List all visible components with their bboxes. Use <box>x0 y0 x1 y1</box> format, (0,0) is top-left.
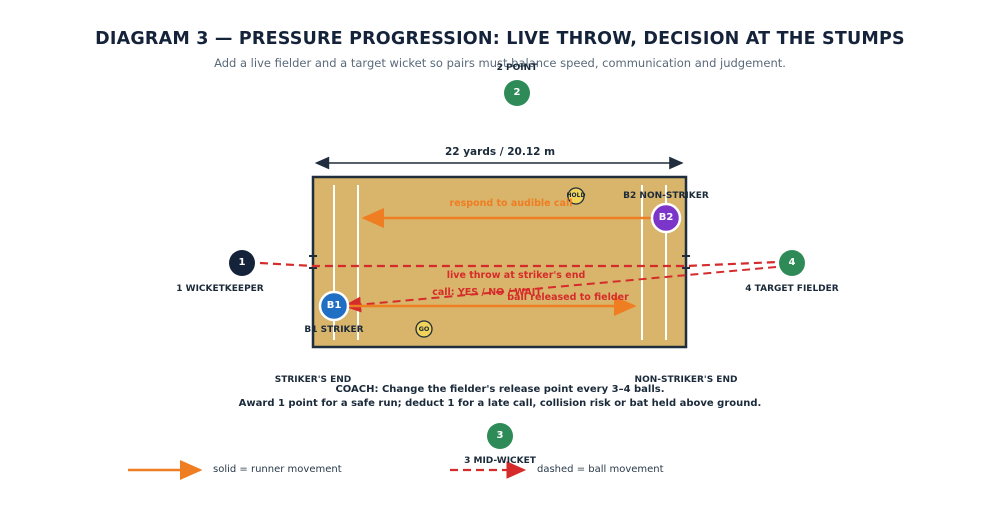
fielder-target <box>779 250 805 276</box>
page-title: DIAGRAM 3 — PRESSURE PROGRESSION: LIVE T… <box>95 29 905 49</box>
fielder-point-number: 2 <box>513 87 521 98</box>
fielder-target-number: 4 <box>788 257 796 268</box>
fielder-mid-wicket-label: 3 MID-WICKET <box>464 456 536 466</box>
fielder-wicketkeeper-label: 1 WICKETKEEPER <box>176 284 264 294</box>
stumps-non-striker-end <box>682 248 690 276</box>
stumps-striker-end <box>309 248 317 276</box>
batter-striker <box>318 290 350 322</box>
non-striker-end-label: NON-STRIKER'S END <box>634 375 738 385</box>
fielder-target-label: 4 TARGET FIELDER <box>745 284 839 294</box>
batter-striker-label: B1 STRIKER <box>304 325 364 335</box>
go-marker-label: GO <box>418 325 430 333</box>
fielder-wicketkeeper <box>229 250 255 276</box>
hold-marker <box>567 187 585 205</box>
fielder-mid-wicket-number: 3 <box>496 430 504 441</box>
fielder-wicketkeeper-number: 1 <box>238 257 246 268</box>
pitch-length-label: 22 yards / 20.12 m <box>444 146 556 158</box>
ball-released-annotation: ball released to fielder <box>507 292 629 303</box>
ball-path-target-to-striker <box>343 266 777 313</box>
call-annotation: call: YES / NO / WAIT <box>432 287 542 298</box>
respond-annotation: respond to audible call <box>449 198 573 209</box>
fielder-mid-wicket <box>487 423 513 449</box>
coach-note-line-1: COACH: Change the fielder's release poin… <box>335 384 665 395</box>
go-marker <box>415 320 433 338</box>
striker-end-label: STRIKER'S END <box>274 375 352 385</box>
coach-note-line-2: Award 1 point for a safe run; deduct 1 f… <box>238 398 762 409</box>
legend-solid-label: solid = runner movement <box>213 464 342 475</box>
page-subtitle: Add a live fielder and a target wicket s… <box>214 56 786 70</box>
fielder-point-label: 2 POINT <box>496 63 538 73</box>
legend-dashed-label: dashed = ball movement <box>537 464 664 475</box>
live-throw-annotation: live throw at striker's end <box>446 270 586 281</box>
hold-marker-label: HOLD <box>566 192 586 199</box>
pitch <box>311 175 688 349</box>
fielder-point <box>504 80 530 106</box>
batter-striker-number: B1 <box>326 300 342 311</box>
batter-non-striker-number: B2 <box>658 212 674 223</box>
batter-non-striker <box>650 202 682 234</box>
batter-non-striker-label: B2 NON-STRIKER <box>623 191 709 201</box>
ball-path-keeper-to-target <box>259 260 779 268</box>
